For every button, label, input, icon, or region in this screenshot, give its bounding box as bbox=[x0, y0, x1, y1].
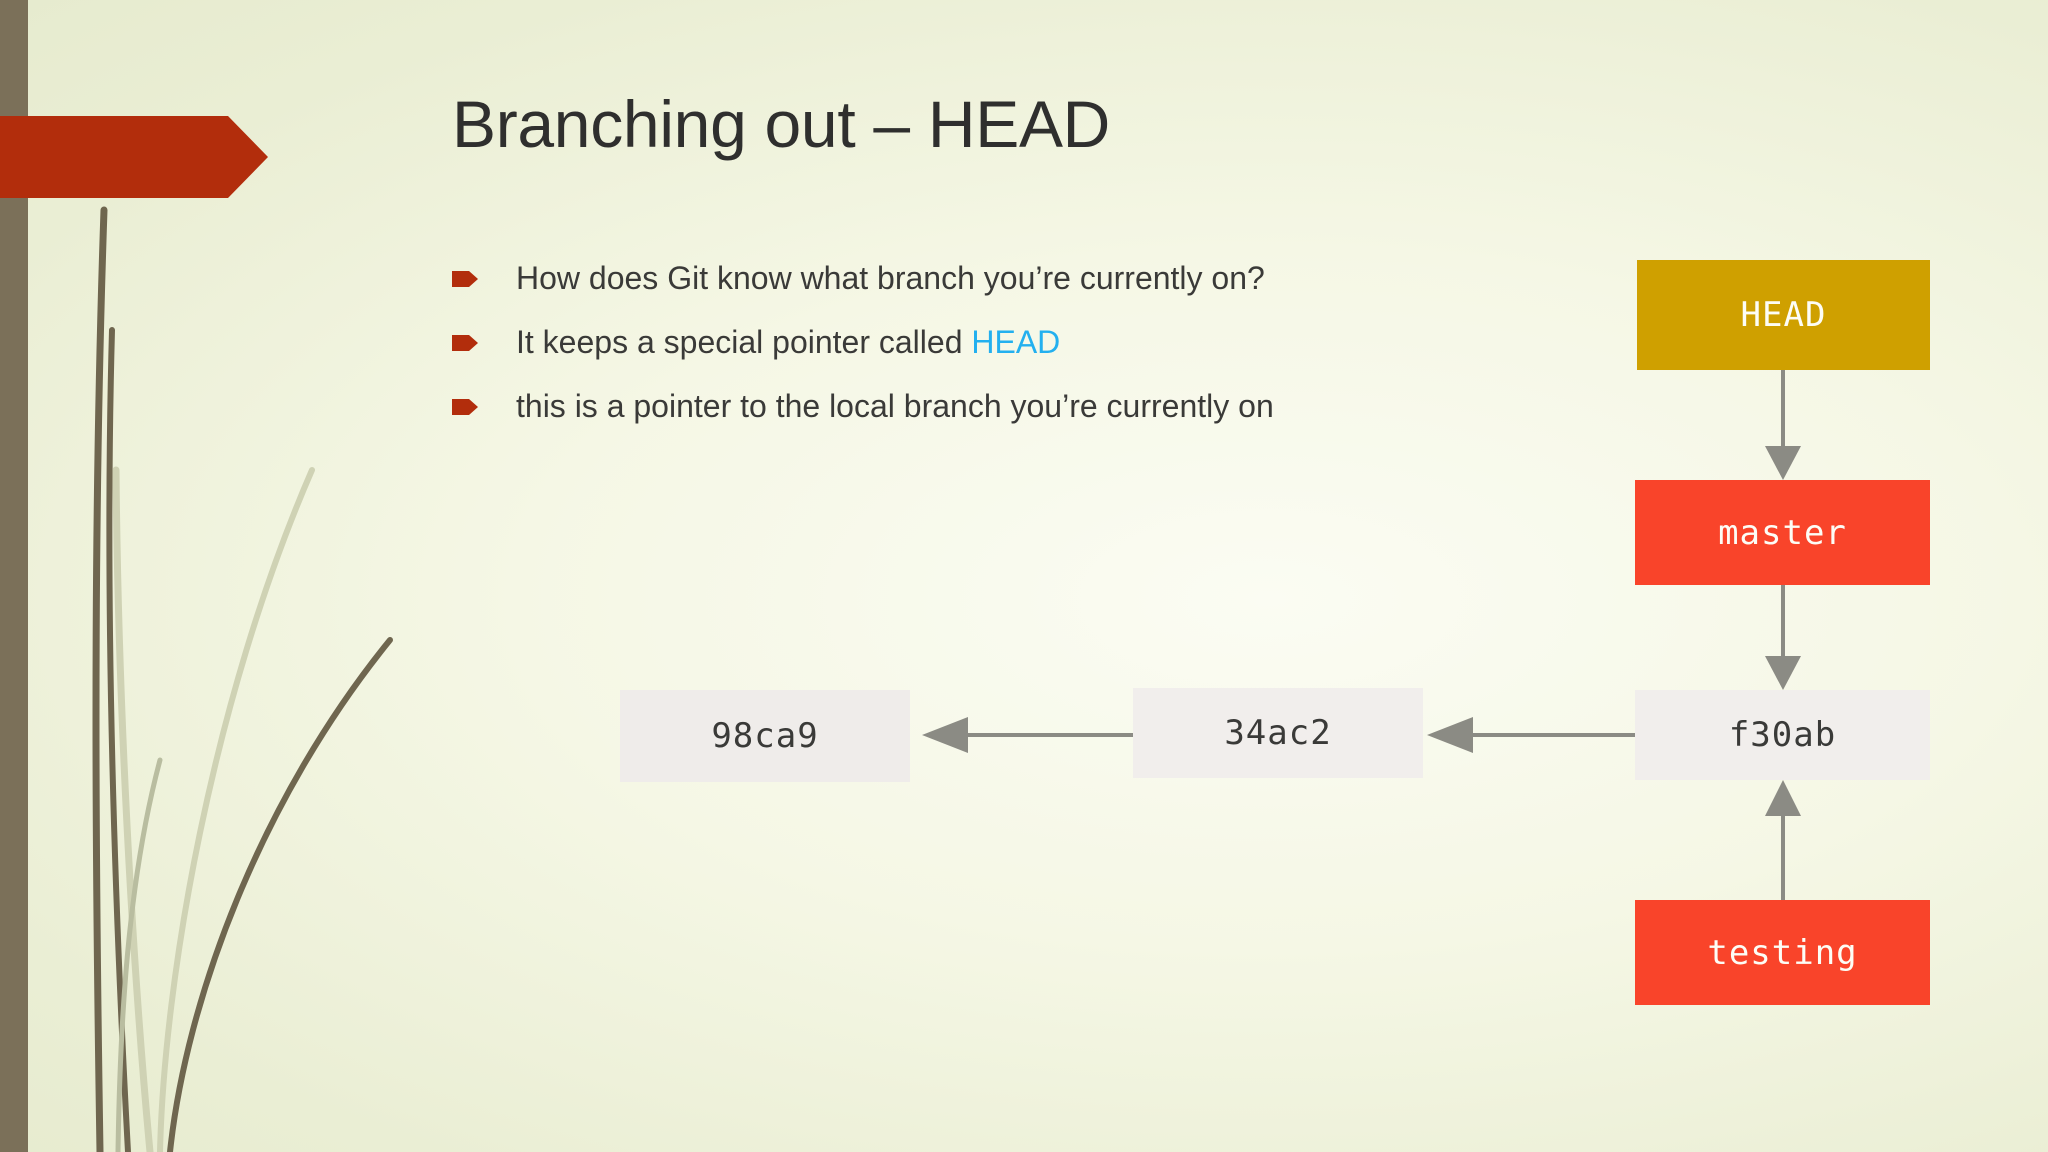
bullet-list: How does Git know what branch you’re cur… bbox=[452, 258, 1482, 450]
edge-head-to-master bbox=[1765, 370, 1801, 480]
edge-testing-to-f30ab bbox=[1765, 780, 1801, 900]
diagram-node-head: HEAD bbox=[1637, 260, 1930, 370]
bullet-text-question: How does Git know what branch you’re cur… bbox=[516, 260, 1265, 296]
list-item: this is a pointer to the local branch yo… bbox=[452, 386, 1482, 426]
bullet-text-local-branch: this is a pointer to the local branch yo… bbox=[516, 388, 1274, 424]
diagram-node-testing: testing bbox=[1635, 900, 1930, 1005]
list-item: How does Git know what branch you’re cur… bbox=[452, 258, 1482, 298]
diagram-node-f30ab: f30ab bbox=[1635, 690, 1930, 780]
head-keyword-highlight: HEAD bbox=[971, 324, 1061, 360]
edge-master-to-f30ab bbox=[1765, 585, 1801, 690]
arrow-bullet-icon bbox=[452, 271, 478, 287]
arrow-bullet-icon bbox=[452, 335, 478, 351]
bullet-text-pointer-prefix: It keeps a special pointer called bbox=[516, 324, 972, 360]
diagram-node-master: master bbox=[1635, 480, 1930, 585]
diagram-node-34ac2: 34ac2 bbox=[1133, 688, 1423, 778]
edge-f30ab-to-34ac2 bbox=[1427, 717, 1635, 753]
arrow-bullet-icon bbox=[452, 399, 478, 415]
edge-34ac2-to-98ca9 bbox=[922, 717, 1133, 753]
accent-arrow-banner-icon bbox=[0, 116, 268, 198]
diagram-node-98ca9: 98ca9 bbox=[620, 690, 910, 782]
git-head-diagram: HEAD master testing f30ab 34ac2 98ca9 bbox=[620, 250, 1990, 1050]
bullet-text-pointer: It keeps a special pointer called HEAD bbox=[516, 322, 1060, 362]
page-title: Branching out – HEAD bbox=[452, 87, 1111, 161]
list-item: It keeps a special pointer called HEAD bbox=[452, 322, 1482, 362]
